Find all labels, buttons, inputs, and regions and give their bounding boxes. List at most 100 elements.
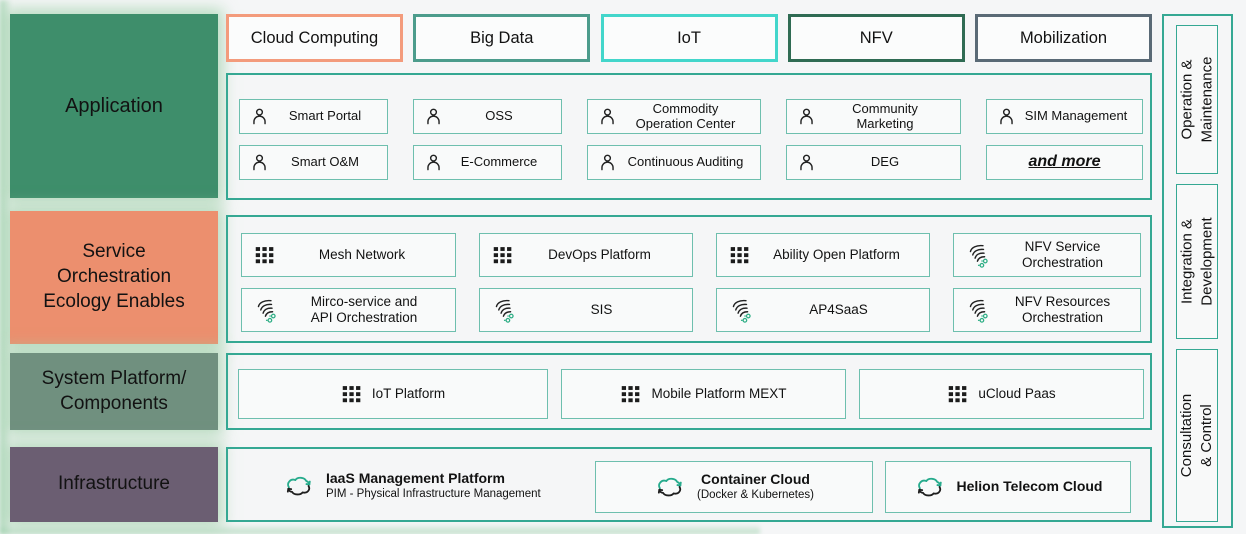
side-tab-integration-development: Integration & Development [1176,184,1218,339]
infra-item-subtitle: (Docker & Kubernetes) [697,488,814,501]
lifecycle-sidebar: Operation & Maintenance Integration & De… [1162,14,1233,528]
infra-item-container-cloud: Container Cloud (Docker & Kubernetes) [595,461,873,513]
side-tab-label: Integration & Development [1178,217,1216,306]
app-item-smart-portal: Smart Portal [239,99,388,134]
grid-icon [254,245,275,266]
application-panel: Smart Portal OSS Commodity Operation Cen… [226,73,1152,200]
side-tab-label: Consultation & Control [1178,393,1216,478]
item-label: Continuous Auditing [627,154,744,170]
row-label-infrastructure: Infrastructure [10,447,218,522]
person-icon [598,153,617,172]
system-platform-row: IoT Platform Mobile Platform MEXT uCloud… [238,369,1144,419]
app-item-and-more: and more [986,145,1143,180]
grid-icon [492,245,513,266]
app-item-deg: DEG [786,145,961,180]
item-label: Mesh Network [318,247,406,263]
app-item-e-commerce: E-Commerce [413,145,562,180]
item-label: DevOps Platform [548,247,651,263]
item-label: Smart O&M [291,154,359,170]
item-label: NFV Resources Orchestration [1014,294,1111,325]
item-label: OSS [485,108,513,124]
item-label: Community Marketing [852,100,918,131]
person-icon [797,153,816,172]
bottom-edge-glow [0,524,760,534]
side-tab-label: Operation & Maintenance [1178,56,1216,143]
item-label: uCloud Paas [978,386,1056,402]
side-tab-consultation-control: Consultation & Control [1176,349,1218,522]
item-label: DEG [870,154,900,170]
orch-item-nfv-resources-orchestration: NFV Resources Orchestration [953,288,1141,332]
person-icon [997,107,1016,126]
platform-item-mobile-platform-mext: Mobile Platform MEXT [561,369,846,419]
category-big-data: Big Data [413,14,591,62]
item-label: NFV Service Orchestration [1021,239,1104,270]
application-row-2: Smart O&M E-Commerce Continuous Auditing… [239,145,1143,180]
infra-item-subtitle: PIM - Physical Infrastructure Management [326,487,541,500]
grid-icon [341,384,362,405]
orchestration-row-2: Mirco-service and API Orchestration SIS … [241,288,1141,332]
app-item-community-marketing: Community Marketing [786,99,961,134]
orch-item-ability-open-platform: Ability Open Platform [716,233,930,277]
item-label: Mobile Platform MEXT [651,386,787,402]
infra-item-title: Helion Telecom Cloud [956,478,1103,495]
grid-icon [947,384,968,405]
app-item-sim-management: SIM Management [986,99,1143,134]
item-label: Smart Portal [288,108,362,124]
person-icon [797,107,816,126]
person-icon [598,107,617,126]
cloud-sync-icon [283,474,314,498]
app-item-oss: OSS [413,99,562,134]
orch-item-microservice-api-orchestration: Mirco-service and API Orchestration [241,288,456,332]
item-label: AP4SaaS [809,302,868,318]
infra-item-iaas-management-platform: IaaS Management Platform PIM - Physical … [283,461,541,511]
person-icon [424,107,443,126]
platform-item-ucloud-paas: uCloud Paas [859,369,1144,419]
cloud-sync-icon [914,475,945,499]
orch-item-ap4saas: AP4SaaS [716,288,930,332]
grid-icon [620,384,641,405]
person-icon [250,107,269,126]
item-label: SIS [590,302,613,318]
cloud-sync-icon [654,475,685,499]
application-row-1: Smart Portal OSS Commodity Operation Cen… [239,99,1143,134]
orchestration-row-1: Mesh Network DevOps Platform Ability Ope… [241,233,1141,277]
category-mobilization: Mobilization [975,14,1152,62]
item-label: Commodity Operation Center [635,100,736,131]
infra-item-title: IaaS Management Platform [326,470,505,487]
orch-item-nfv-service-orchestration: NFV Service Orchestration [953,233,1141,277]
flow-icon [966,243,991,268]
item-label: SIM Management [1024,108,1128,124]
row-label-system-platform: System Platform/ Components [10,353,218,430]
infrastructure-panel: IaaS Management Platform PIM - Physical … [226,447,1152,522]
item-label: Mirco-service and API Orchestration [310,294,418,325]
item-label: E-Commerce [460,154,538,170]
app-item-commodity-operation-center: Commodity Operation Center [587,99,761,134]
orch-item-sis: SIS [479,288,693,332]
grid-icon [729,245,750,266]
service-orchestration-panel: Mesh Network DevOps Platform Ability Ope… [226,215,1152,343]
person-icon [424,153,443,172]
flow-icon [254,298,279,323]
system-platform-panel: IoT Platform Mobile Platform MEXT uCloud… [226,353,1152,430]
flow-icon [492,298,517,323]
category-iot: IoT [600,14,778,62]
item-label: Ability Open Platform [773,247,900,263]
app-item-smart-om: Smart O&M [239,145,388,180]
category-nfv: NFV [787,14,965,62]
infra-item-helion-telecom-cloud: Helion Telecom Cloud [885,461,1131,513]
person-icon [250,153,269,172]
app-item-continuous-auditing: Continuous Auditing [587,145,761,180]
row-label-service-orchestration: Service Orchestration Ecology Enables [10,211,218,344]
flow-icon [966,298,991,323]
infra-item-title: Container Cloud [701,471,810,488]
item-label: and more [1028,153,1101,171]
item-label: IoT Platform [371,386,446,402]
left-edge-glow [0,0,12,534]
side-tab-operation-maintenance: Operation & Maintenance [1176,25,1218,174]
row-label-application: Application [10,14,218,198]
platform-item-iot-platform: IoT Platform [238,369,548,419]
category-button-row: Cloud Computing Big Data IoT NFV Mobiliz… [226,14,1152,62]
category-cloud-computing: Cloud Computing [226,14,403,62]
flow-icon [729,298,754,323]
